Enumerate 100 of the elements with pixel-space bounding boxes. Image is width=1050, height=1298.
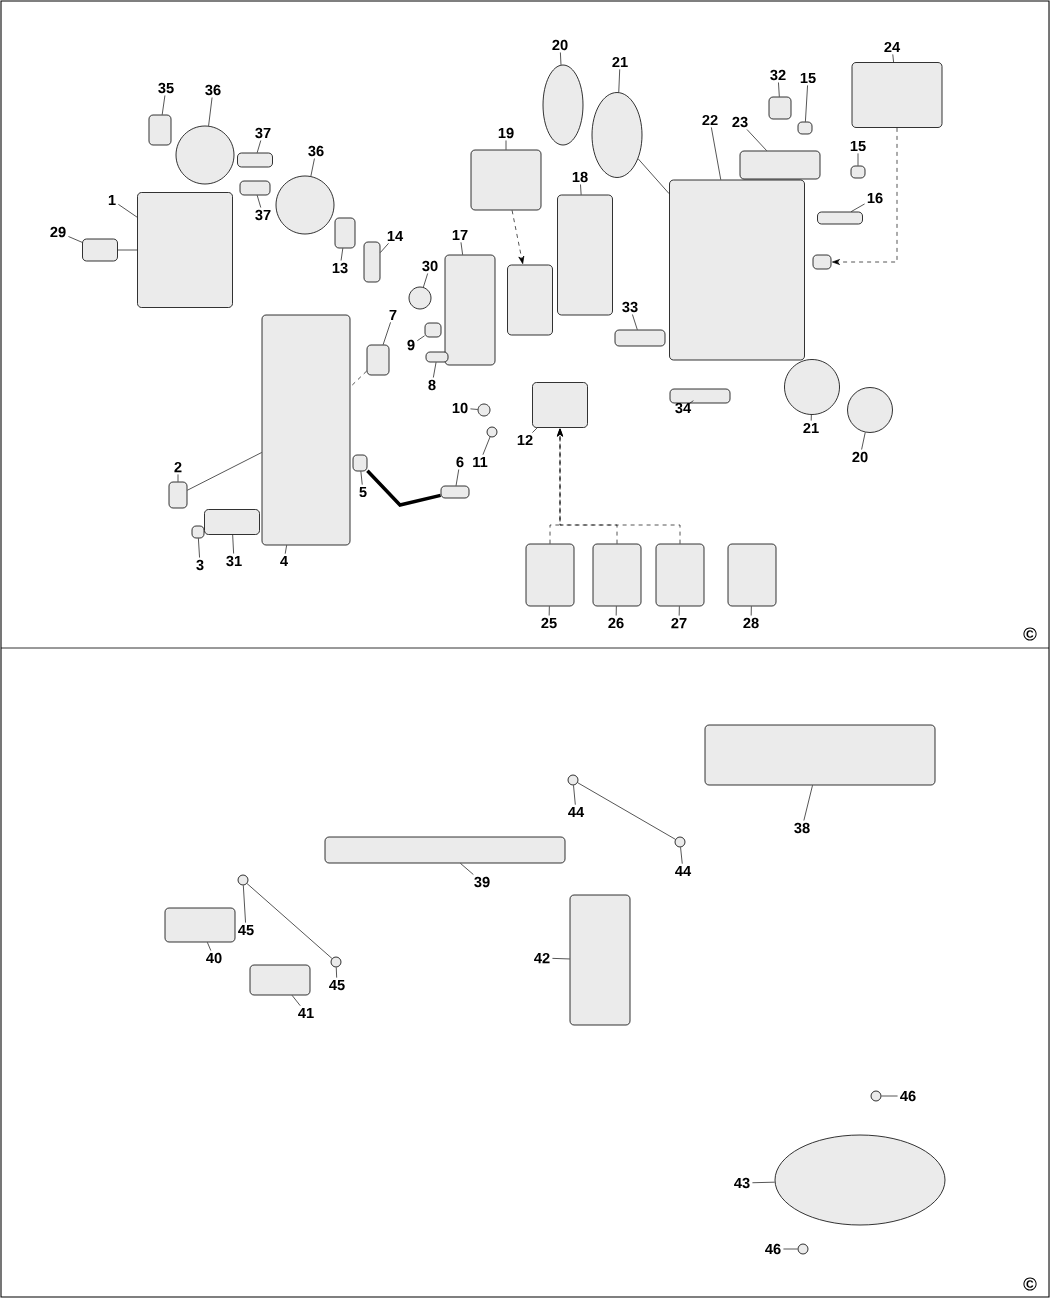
leader-line: [680, 847, 683, 865]
leader-line: [256, 195, 262, 208]
leader-line: [560, 52, 562, 66]
part-outline: [408, 286, 432, 310]
leader-line: [577, 782, 676, 840]
leader-line: [532, 427, 538, 433]
part-outline: [784, 359, 840, 415]
assembly-line: [350, 370, 367, 388]
callout-number: 29: [50, 226, 66, 238]
leader-line: [783, 1248, 798, 1250]
callout-number: 45: [329, 979, 345, 991]
callout-number: 23: [732, 116, 748, 128]
part-outline: [164, 907, 236, 943]
callout-number: 46: [900, 1090, 916, 1102]
leader-line: [460, 241, 463, 255]
part-outline: [237, 152, 273, 168]
leader-line: [632, 314, 638, 330]
part-outline: [261, 314, 351, 546]
part-outline: [567, 774, 579, 786]
leader-line: [198, 538, 200, 558]
part-outline: [739, 150, 821, 180]
callout-number: 46: [765, 1243, 781, 1255]
leader-line: [161, 95, 166, 115]
part-outline: [275, 175, 335, 235]
leader-line: [803, 785, 813, 821]
leader-line: [340, 248, 344, 261]
leader-line: [615, 606, 617, 616]
leader-line: [68, 236, 83, 243]
leader-line: [470, 408, 478, 410]
callout-number: 39: [474, 876, 490, 888]
leader-line: [232, 534, 234, 554]
callout-number: 44: [675, 866, 692, 877]
leader-line: [118, 204, 138, 218]
part-outline: [774, 1134, 946, 1226]
callout-number: 7: [389, 309, 397, 321]
leader-line: [861, 432, 866, 450]
part-outline: [204, 509, 260, 535]
part-outline: [727, 543, 777, 607]
part-outline: [569, 894, 631, 1026]
leader-line: [335, 967, 337, 978]
callout-number: 17: [452, 229, 468, 241]
callout-number: 6: [456, 456, 464, 468]
part-outline: [870, 1090, 882, 1102]
leader-line: [207, 942, 212, 951]
leader-line: [573, 785, 576, 806]
callout-number: 40: [206, 952, 222, 964]
leader-line: [417, 335, 425, 341]
leader-line: [433, 362, 437, 378]
dashed-arrow: [511, 210, 525, 264]
callout-number: 44: [568, 806, 585, 818]
part-outline: [614, 329, 666, 347]
leader-line: [689, 400, 694, 404]
part-outline: [425, 351, 449, 363]
callout-number: 42: [534, 952, 550, 964]
callout-number: 22: [702, 114, 718, 126]
leader-line: [177, 474, 179, 482]
part-outline: [591, 92, 643, 178]
part-outline: [850, 165, 866, 179]
part-outline: [324, 836, 566, 864]
part-outline: [669, 179, 805, 361]
part-outline: [542, 64, 584, 146]
leader-line: [711, 127, 722, 180]
callout-number: 45: [238, 924, 254, 936]
leader-line: [382, 322, 391, 345]
part-outline: [352, 454, 368, 472]
callout-number: 28: [743, 617, 759, 629]
callout-number: 9: [407, 339, 415, 351]
callout-number: 36: [308, 145, 324, 157]
part-outline: [655, 543, 705, 607]
part-outline: [249, 964, 311, 996]
callout-number: 38: [794, 822, 810, 834]
part-outline: [440, 485, 470, 499]
leader-line: [881, 1095, 898, 1097]
callout-number: 24: [884, 41, 901, 53]
callout-number: 2: [174, 461, 182, 473]
callout-number: 21: [803, 422, 819, 434]
callout-number: 26: [608, 617, 624, 629]
leader-line: [850, 203, 865, 212]
callout-number: 18: [572, 171, 588, 183]
callout-number: 3: [196, 559, 204, 571]
part-outline: [674, 836, 686, 848]
part-outline: [797, 1243, 809, 1255]
callout-number: 27: [671, 617, 687, 629]
callout-number: 34: [675, 402, 692, 414]
leader-line: [805, 85, 808, 122]
leader-line: [810, 414, 812, 421]
part-outline: [424, 322, 442, 338]
leader-line: [291, 995, 301, 1007]
leader-line: [360, 471, 363, 485]
callout-number: 20: [852, 451, 868, 463]
callout-number: 4: [280, 555, 288, 567]
leader-line: [892, 54, 894, 63]
callout-number: 13: [332, 262, 348, 274]
leader-line: [678, 606, 680, 616]
part-outline: [851, 62, 943, 128]
callout-number: 25: [541, 617, 557, 629]
leader-line: [778, 82, 780, 97]
copyright-mark: ©: [1023, 1277, 1037, 1291]
part-outline: [137, 192, 233, 308]
leader-line: [380, 242, 389, 253]
